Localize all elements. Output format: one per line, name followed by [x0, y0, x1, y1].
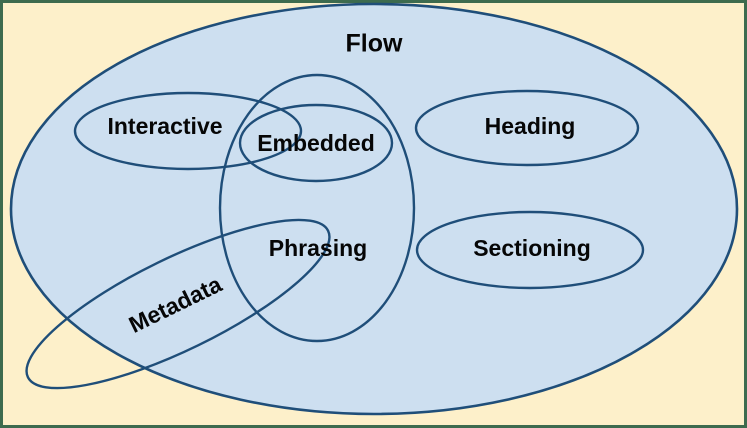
ellipse-interactive[interactable]: [73, 91, 303, 171]
label-sectioning: Sectioning: [473, 235, 591, 261]
label-flow: Flow: [346, 30, 403, 58]
label-heading: Heading: [485, 113, 576, 139]
ellipse-heading[interactable]: [414, 89, 640, 167]
label-phrasing: Phrasing: [269, 235, 367, 261]
label-embedded: Embedded: [257, 130, 375, 156]
label-interactive: Interactive: [107, 113, 222, 139]
ellipse-embedded[interactable]: [238, 103, 394, 183]
ellipse-sectioning[interactable]: [415, 210, 645, 290]
ellipse-phrasing[interactable]: [218, 73, 416, 343]
ellipse-flow[interactable]: [9, 2, 739, 416]
ellipse-metadata[interactable]: [8, 189, 349, 418]
